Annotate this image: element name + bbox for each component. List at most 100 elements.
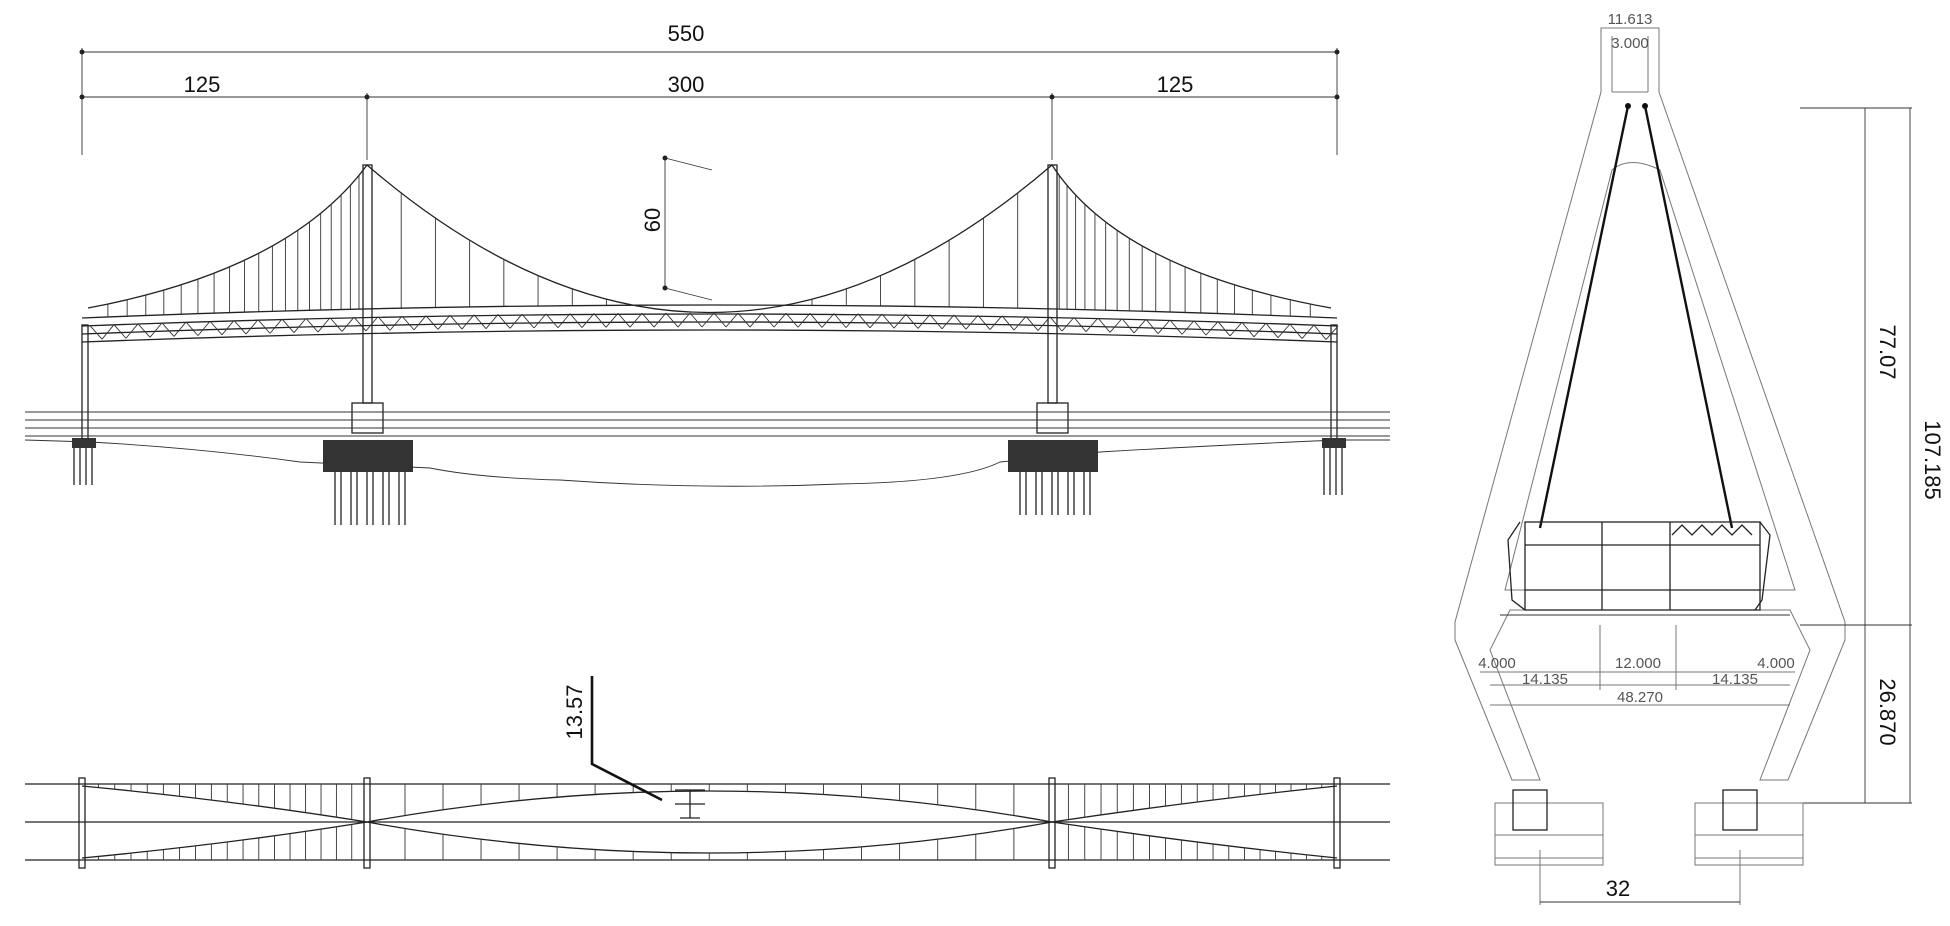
base-spacing-label: 32 — [1606, 876, 1630, 901]
linework — [257, 319, 271, 334]
linework — [689, 312, 703, 328]
linework — [245, 319, 259, 335]
linework — [1049, 316, 1063, 332]
height-dimensions: 77.07 107.185 26.870 — [1800, 107, 1945, 804]
linework — [353, 316, 367, 332]
main-span-label: 300 — [668, 72, 705, 97]
hangers — [107, 175, 1311, 317]
linework — [461, 314, 475, 330]
deck-width-label: 48.270 — [1617, 689, 1663, 706]
linework — [161, 322, 175, 337]
linework — [305, 318, 319, 333]
tower-outline-outer — [1454, 27, 1846, 781]
linework — [1109, 318, 1123, 333]
piles — [73, 448, 1343, 525]
linework — [1193, 320, 1207, 336]
linework — [701, 312, 715, 328]
linework — [893, 313, 907, 329]
linework — [521, 313, 535, 329]
linework — [101, 324, 115, 340]
linework — [1157, 319, 1171, 334]
linework — [569, 313, 583, 328]
total-height-label: 107.185 — [1920, 420, 1945, 500]
linework — [1097, 317, 1111, 333]
linework — [377, 316, 391, 331]
linework — [737, 312, 751, 328]
section-dimensions: 11.613 3.000 4.000 12.000 4.000 14.135 1… — [1478, 11, 1795, 706]
linework — [1205, 321, 1219, 336]
upper-height-label: 77.07 — [1875, 324, 1900, 379]
linework — [125, 323, 139, 339]
linework — [749, 312, 763, 328]
linework — [221, 320, 235, 336]
linework — [1133, 318, 1147, 334]
sag-dimension: 60 — [640, 155, 713, 301]
linework — [449, 314, 463, 330]
roadway — [25, 411, 1390, 437]
linework — [209, 320, 223, 336]
linework — [1121, 318, 1135, 334]
center-width-label: 12.000 — [1615, 655, 1661, 672]
side-span-left-label: 125 — [184, 72, 221, 97]
linework — [317, 317, 331, 333]
linework — [185, 321, 199, 336]
linework — [761, 312, 775, 328]
linework — [1037, 316, 1051, 331]
plan-hangers — [97, 784, 1323, 860]
lower-height-label: 26.870 — [1875, 678, 1900, 745]
linework — [1289, 323, 1303, 339]
linework — [413, 315, 427, 331]
linework — [977, 315, 991, 330]
linework — [617, 312, 631, 328]
linework — [113, 324, 127, 339]
linework — [953, 314, 967, 330]
linework — [1085, 317, 1099, 332]
linework — [89, 325, 103, 340]
linework — [581, 313, 595, 328]
plan-view: 13.57 — [25, 676, 1390, 869]
linework — [1061, 317, 1075, 332]
plan-cable-upper — [81, 785, 1338, 823]
foundations — [72, 438, 1346, 525]
linework — [1241, 322, 1255, 338]
section-cable-right — [1643, 105, 1734, 529]
edge-right-label: 4.000 — [1757, 655, 1795, 672]
linework — [1313, 324, 1327, 340]
linework — [905, 313, 919, 329]
linework — [389, 315, 403, 331]
linework — [545, 313, 559, 329]
linework — [773, 312, 787, 328]
linework — [1253, 322, 1267, 338]
linework — [881, 313, 895, 329]
linework — [1001, 315, 1015, 331]
riverbed-profile — [24, 439, 1390, 487]
top-width-label: 11.613 — [1608, 11, 1653, 28]
linework — [509, 313, 523, 329]
linework — [1013, 316, 1027, 331]
linework — [821, 313, 835, 328]
linework — [281, 318, 295, 333]
linework — [233, 320, 247, 335]
truss-diagonals — [89, 312, 1339, 340]
elevation-view: 550 125 300 125 60 — [24, 21, 1390, 525]
linework — [809, 313, 823, 328]
top-inner-label: 3.000 — [1611, 35, 1649, 52]
elevation-dimensions: 550 125 300 125 — [79, 21, 1340, 160]
linework — [845, 313, 859, 328]
main-cable — [87, 164, 1332, 313]
linework — [1181, 320, 1195, 335]
linework — [725, 312, 739, 328]
linework — [497, 314, 511, 329]
linework — [1229, 322, 1243, 337]
linework — [833, 313, 847, 328]
linework — [1025, 316, 1039, 331]
linework — [665, 312, 679, 328]
linework — [149, 322, 163, 338]
sag-label: 60 — [640, 208, 665, 232]
offset-dimension: 13.57 — [562, 676, 705, 819]
linework — [785, 312, 799, 328]
linework — [641, 312, 655, 328]
linework — [401, 315, 415, 331]
linework — [869, 313, 883, 329]
linework — [1169, 319, 1183, 335]
